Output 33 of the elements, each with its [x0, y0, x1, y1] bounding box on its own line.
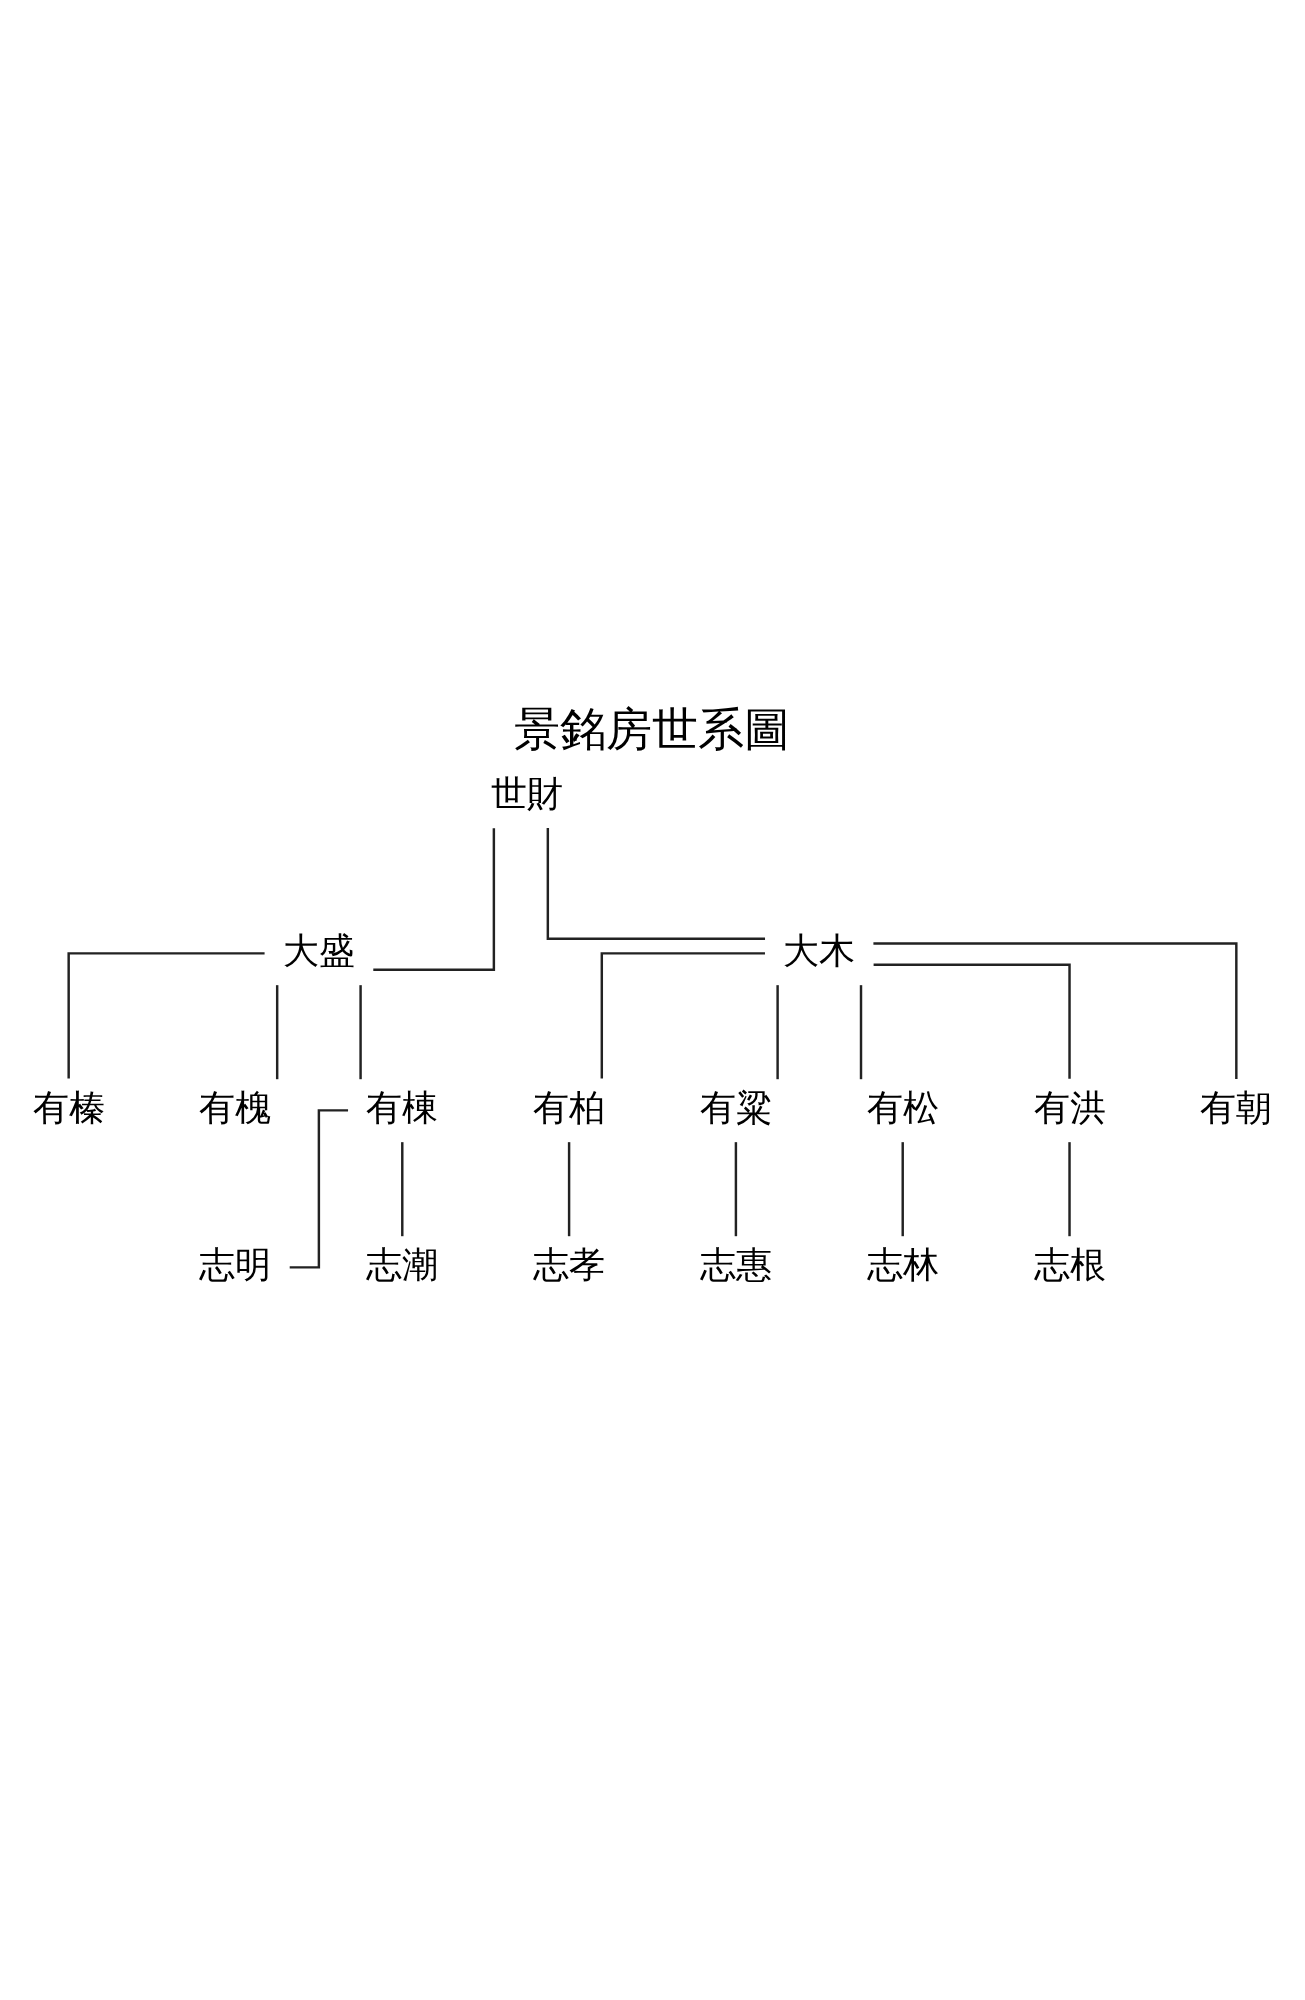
node-text: 世財	[490, 772, 563, 814]
connector	[776, 985, 779, 1080]
diagram-title: 景銘房世系圖	[514, 701, 791, 756]
connector	[567, 1142, 571, 1237]
connector	[546, 827, 766, 940]
connector	[275, 985, 279, 1080]
node-text: 志惠	[699, 1243, 772, 1285]
connector	[873, 942, 1238, 1079]
connector	[901, 1142, 904, 1237]
node-text: 志潮	[366, 1243, 439, 1285]
node-text: 有槐	[199, 1086, 272, 1128]
node-text: 大盛	[282, 929, 355, 971]
node-text: 有榛	[32, 1086, 105, 1128]
connector	[734, 1142, 738, 1237]
node-text: 大木	[783, 929, 856, 971]
connector	[600, 952, 765, 1079]
node-text: 有柏	[533, 1086, 606, 1128]
node-text: 志孝	[533, 1243, 606, 1285]
node-text: 有棟	[366, 1086, 439, 1128]
connector	[401, 1142, 404, 1237]
connector	[873, 963, 1071, 1079]
node-text: 志明	[199, 1243, 272, 1285]
connector	[359, 985, 362, 1080]
connector	[1068, 1142, 1071, 1237]
connector	[67, 952, 265, 1079]
node-text: 有洪	[1033, 1086, 1106, 1128]
node-text: 有粱	[699, 1086, 772, 1128]
node-text: 有朝	[1200, 1086, 1273, 1128]
node-text: 志林	[866, 1243, 939, 1285]
node-text: 志根	[1033, 1243, 1106, 1285]
connector	[373, 828, 496, 971]
node-text: 有松	[866, 1086, 939, 1128]
connector	[859, 985, 863, 1080]
